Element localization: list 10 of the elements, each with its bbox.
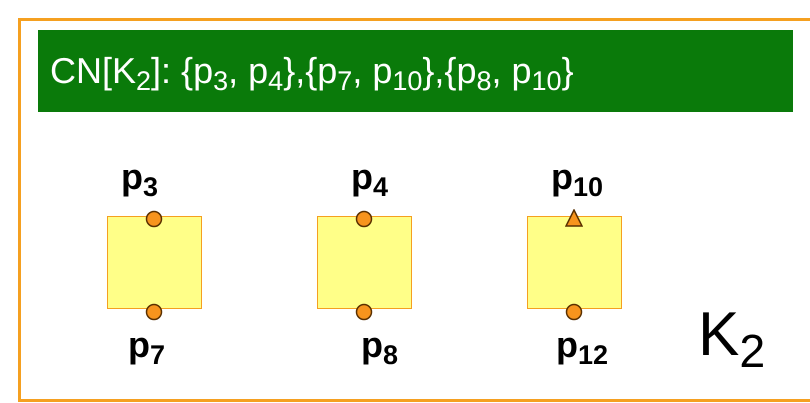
banner-text: CN[K$_{2}$]: {p$_{3}$, p$_{4}$},{p$_{7}$, p$_{10}$},{p$_{8}$, p$_{10}$}	[50, 53, 574, 89]
port-label: p$_{10}$	[551, 159, 604, 195]
port-label: p$_{8}$	[361, 327, 398, 363]
frame-label: K$_{2}$	[698, 304, 766, 366]
port-label: p$_{12}$	[556, 327, 608, 363]
port-label: p$_{7}$	[128, 327, 166, 363]
frame-box	[18, 18, 810, 402]
title-banner	[38, 30, 793, 112]
port-label: p$_{3}$	[121, 159, 158, 195]
port-label: p$_{4}$	[351, 159, 388, 195]
